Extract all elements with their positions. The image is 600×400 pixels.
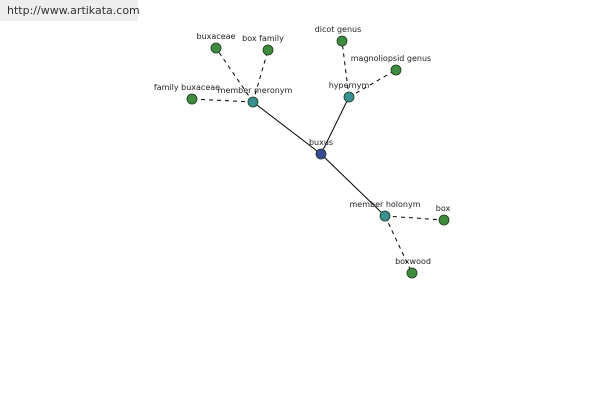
node-boxwood[interactable] [406, 267, 418, 279]
label-box-family[interactable]: box family [242, 34, 284, 43]
label-member-meronym[interactable]: member meronym [218, 86, 293, 95]
node-box-family[interactable] [262, 44, 274, 56]
node-magnoliopsid-genus[interactable] [390, 64, 402, 76]
label-magnoliopsid-genus[interactable]: magnoliopsid genus [351, 54, 431, 63]
edge-buxus-member-holonym [320, 153, 386, 217]
labels-layer: buxus member meronym hypernym member holony… [154, 25, 451, 266]
node-buxus[interactable] [315, 148, 327, 160]
label-hypernym[interactable]: hypernym [329, 81, 370, 90]
nodes-layer [186, 35, 450, 279]
url-text[interactable]: http://www.artikata.com [7, 4, 140, 17]
label-member-holonym[interactable]: member holonym [349, 200, 420, 209]
edges-layer [191, 40, 445, 274]
label-buxus[interactable]: buxus [309, 138, 333, 147]
node-box[interactable] [438, 214, 450, 226]
edge-buxus-hypernym [320, 96, 350, 155]
edge-buxus-member-meronym [252, 101, 322, 155]
node-family-buxaceae[interactable] [186, 93, 198, 105]
label-box[interactable]: box [436, 204, 451, 213]
edge-member-meronym-family-buxaceae [191, 98, 254, 103]
label-buxaceae[interactable]: buxaceae [197, 32, 236, 41]
edge-member-holonym-box [384, 215, 445, 221]
node-member-meronym[interactable] [247, 96, 259, 108]
url-bar[interactable]: http://www.artikata.com [0, 0, 140, 21]
edge-member-meronym-box-family [252, 49, 269, 103]
label-dicot-genus[interactable]: dicot genus [315, 25, 362, 34]
node-hypernym[interactable] [343, 91, 355, 103]
edge-hypernym-dicot-genus [341, 40, 350, 98]
label-boxwood[interactable]: boxwood [395, 257, 431, 266]
node-dicot-genus[interactable] [336, 35, 348, 47]
edge-member-meronym-buxaceae [215, 47, 254, 103]
edge-member-holonym-boxwood [384, 215, 413, 274]
label-family-buxaceae[interactable]: family buxaceae [154, 83, 220, 92]
node-member-holonym[interactable] [379, 210, 391, 222]
edge-hypernym-magnoliopsid-genus [348, 69, 397, 98]
node-buxaceae[interactable] [210, 42, 222, 54]
